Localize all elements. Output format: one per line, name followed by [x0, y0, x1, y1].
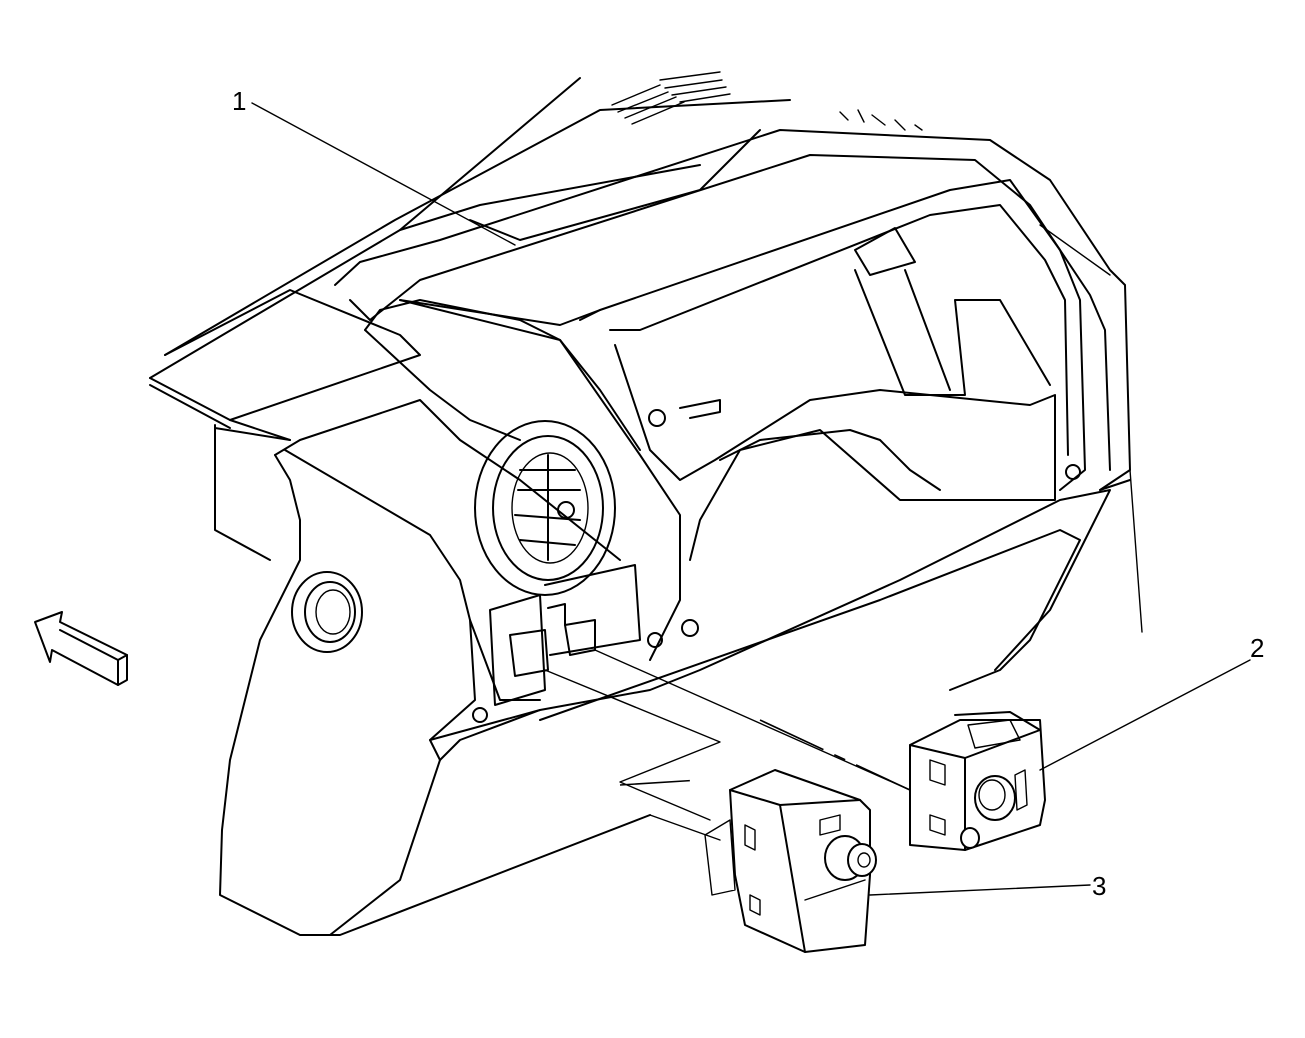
defrost-grille [611, 71, 731, 125]
installation-leader-lines [544, 649, 911, 841]
dimmer-switch [704, 769, 877, 953]
lower-panel [214, 299, 1111, 936]
instrument-panel-body [334, 109, 1143, 661]
dashboard-top-pad [149, 71, 791, 441]
front-arrow-icon [34, 611, 128, 686]
callout-3: 3 [1092, 871, 1107, 901]
side-air-vent [291, 571, 363, 653]
callout-2: 2 [1250, 633, 1265, 663]
headlamp-switch [909, 711, 1046, 851]
callout-1: 1 [232, 86, 247, 116]
center-air-vent [474, 420, 616, 596]
callout-leaders [251, 102, 1251, 896]
